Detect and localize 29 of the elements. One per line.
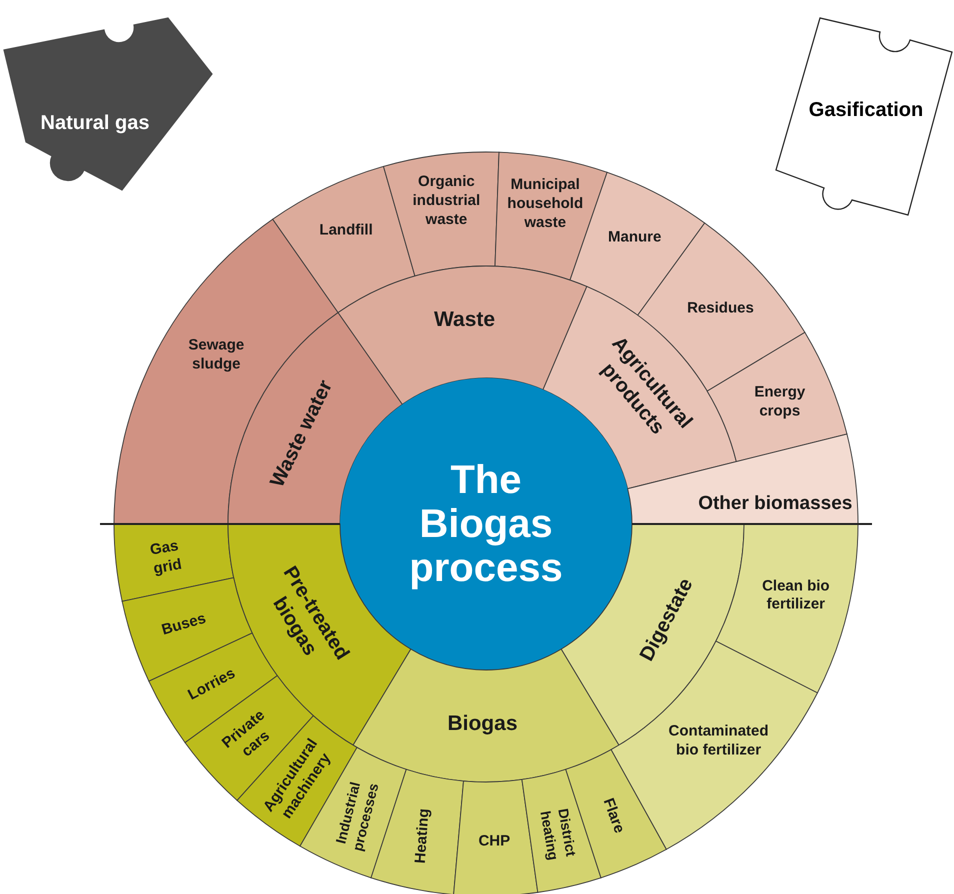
segment-label: Other biomasses [697, 492, 854, 516]
segment-label: CHP [477, 832, 512, 852]
piece-label: Natural gas [40, 111, 150, 136]
segment-label: Heating [410, 806, 434, 866]
segment-label: Clean bio fertilizer [761, 576, 831, 614]
segment-label: Organic industrial waste [412, 173, 482, 230]
outer-segment [114, 524, 234, 602]
segment-label: Biogas [446, 710, 518, 737]
segment-label: District heating [536, 806, 580, 864]
segment-label: Waste [433, 306, 496, 333]
segment-label: Municipal household waste [506, 176, 584, 233]
segment-label: Manure [607, 229, 662, 248]
segment-label: Flare [598, 794, 629, 838]
segment-label: Residues [686, 300, 755, 319]
outer-segment [453, 779, 538, 894]
center-label: The Biogas process [408, 458, 564, 590]
piece-label: Gasification [808, 98, 924, 123]
outer-segment [715, 524, 858, 693]
segment-label: Buses [159, 608, 210, 640]
segment-label: Landfill [318, 221, 374, 240]
outer-segment [272, 166, 415, 313]
segment-label: Contaminated bio fertilizer [668, 722, 770, 760]
outer-segment [707, 332, 847, 462]
outer-segment [383, 152, 499, 276]
outer-segment [521, 769, 601, 893]
segment-label: Gas grid [148, 536, 184, 579]
outer-segment [627, 434, 858, 524]
segment-label: Energy crops [753, 384, 806, 422]
segment-label: Sewage sludge [187, 336, 246, 374]
